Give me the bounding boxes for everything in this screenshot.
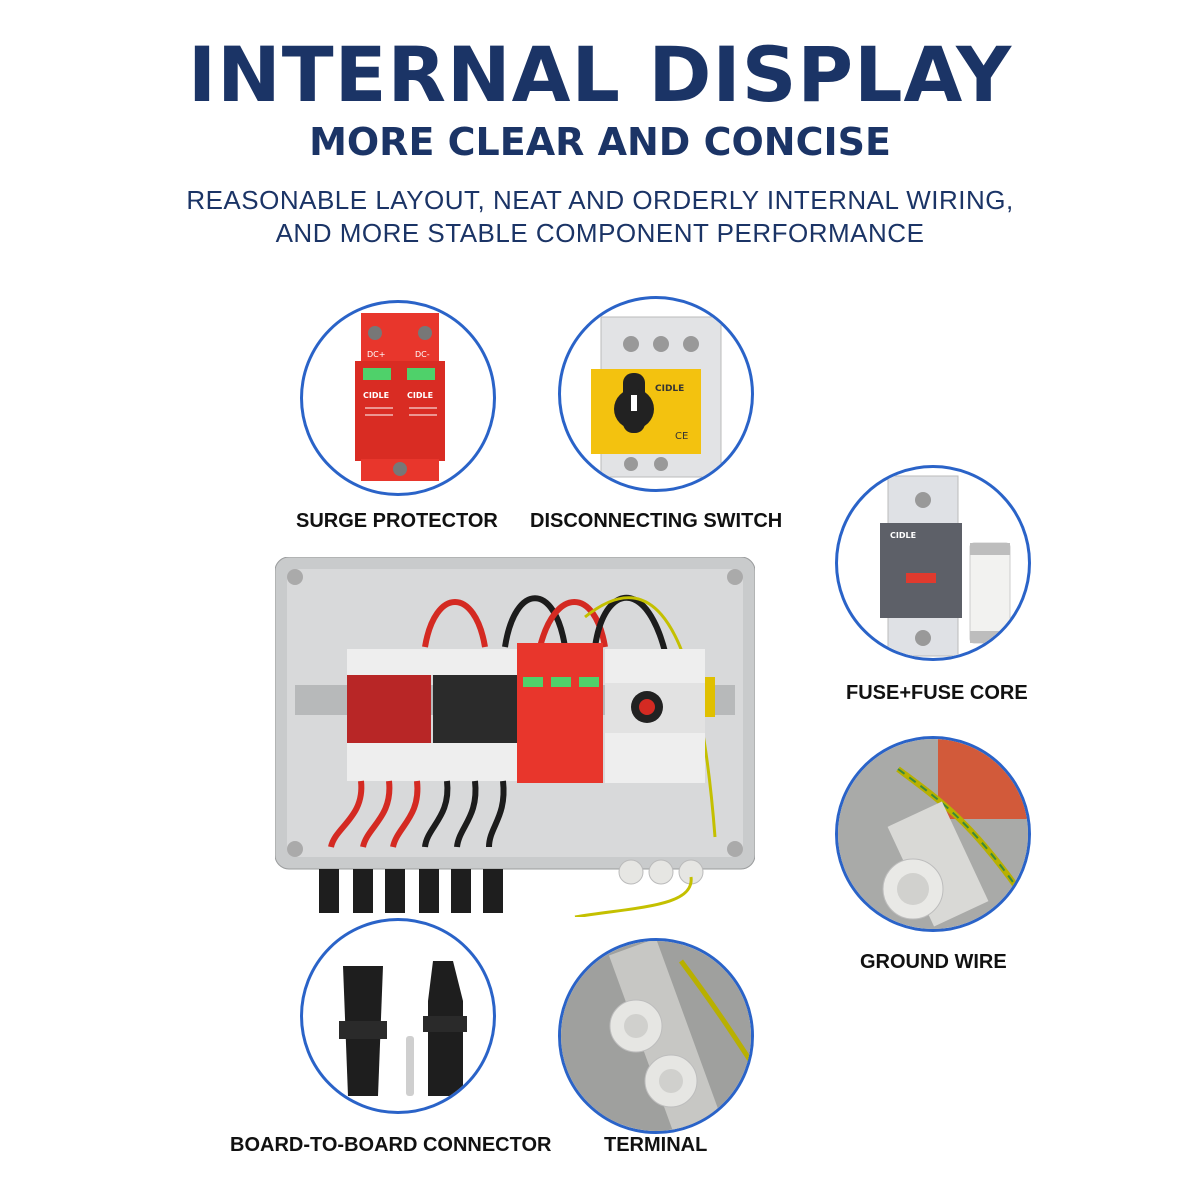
fuse-image: CIDLE — [835, 465, 1031, 661]
page-title: INTERNAL DISPLAY — [187, 30, 1013, 119]
disconnecting-switch-label: DISCONNECTING SWITCH — [530, 510, 783, 532]
disconnecting-switch-image: CIDLE CE — [558, 296, 754, 492]
fuse-label: FUSE+FUSE CORE — [846, 682, 1028, 704]
svg-text:CIDLE: CIDLE — [407, 391, 433, 400]
connector-label: BOARD-TO-BOARD CONNECTOR — [230, 1134, 552, 1156]
svg-text:CE: CE — [675, 431, 688, 442]
terminal-label: TERMINAL — [604, 1134, 708, 1156]
ground-wire-image — [835, 736, 1031, 932]
description-line-2: AND MORE STABLE COMPONENT PERFORMANCE — [275, 218, 925, 248]
description-line-1: REASONABLE LAYOUT, NEAT AND ORDERLY INTE… — [186, 185, 1014, 215]
surge-protector-label: SURGE PROTECTOR — [296, 510, 498, 532]
svg-text:DC-: DC- — [415, 350, 430, 359]
ground-wire-label: GROUND WIRE — [860, 951, 1007, 973]
surge-protector-image: DC+ DC- CIDLE CIDLE — [300, 300, 496, 496]
combiner-box-image — [274, 556, 756, 921]
connector-image — [300, 918, 496, 1114]
page-subtitle: MORE CLEAR AND CONCISE — [309, 120, 891, 164]
svg-text:CIDLE: CIDLE — [363, 391, 389, 400]
svg-text:CIDLE: CIDLE — [655, 384, 684, 394]
terminal-image — [558, 938, 754, 1134]
svg-text:DC+: DC+ — [367, 350, 385, 359]
svg-text:CIDLE: CIDLE — [890, 531, 916, 540]
